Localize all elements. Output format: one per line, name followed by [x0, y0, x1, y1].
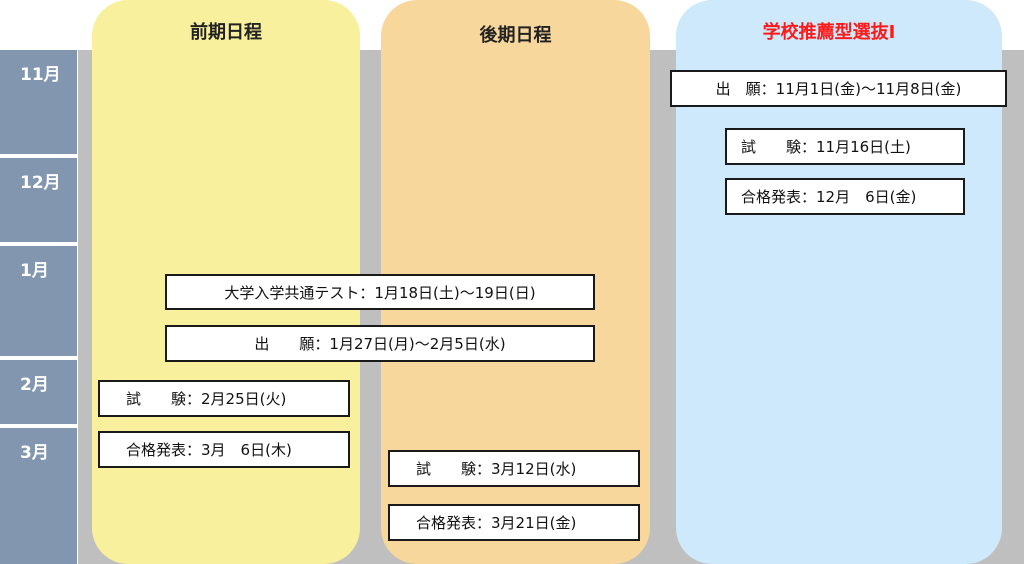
event-zenki-happyo: 合格発表：3月 6日(木): [98, 431, 350, 468]
column-title-suisen: 学校推薦型選抜Ⅰ: [762, 22, 896, 43]
column-title-kouki: 後期日程: [479, 25, 552, 46]
month-label-jan: 1月: [0, 246, 77, 356]
event-suisen-shiken: 試 験：11月16日(土): [725, 128, 965, 165]
event-kyotsu-test: 大学入学共通テスト：1月18日(土)～19日(日): [165, 274, 595, 310]
event-suisen-shutsugan: 出 願：11月1日(金)～11月8日(金): [670, 70, 1007, 107]
event-zenki-shiken: 試 験：2月25日(火): [98, 380, 350, 417]
event-shutsugan-ippan: 出 願：1月27日(月)～2月5日(水): [165, 325, 595, 362]
event-kouki-shiken: 試 験：3月12日(水): [388, 450, 640, 487]
event-kouki-happyo: 合格発表：3月21日(金): [388, 504, 640, 541]
month-label-mar: 3月: [0, 428, 77, 564]
month-label-feb: 2月: [0, 360, 77, 424]
month-label-nov: 11月: [0, 50, 77, 154]
event-suisen-happyo: 合格発表：12月 6日(金): [725, 178, 965, 215]
column-title-zenki: 前期日程: [190, 22, 262, 43]
month-label-dec: 12月: [0, 158, 77, 242]
